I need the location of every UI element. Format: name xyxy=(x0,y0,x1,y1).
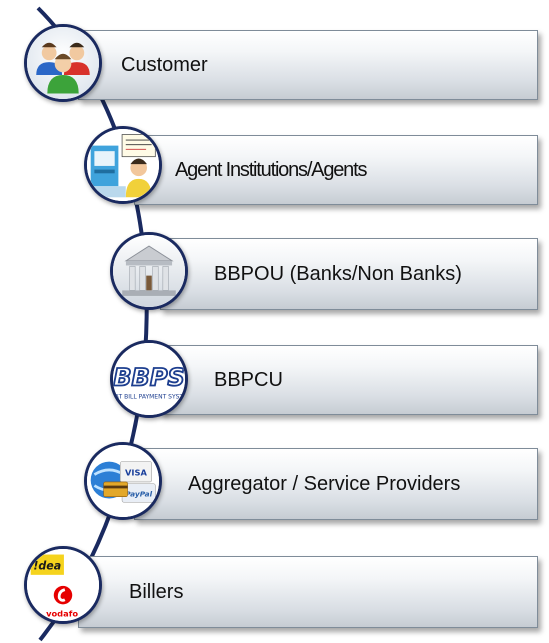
box-agents: Agent Institutions/Agents xyxy=(134,135,538,205)
bbpcu-label: BBPCU xyxy=(214,369,283,391)
customer-label: Customer xyxy=(121,54,208,76)
bank-icon xyxy=(110,232,188,310)
svg-text:AT BILL PAYMENT SYST: AT BILL PAYMENT SYST xyxy=(115,393,184,400)
box-bbpou: BBPOU (Banks/Non Banks) xyxy=(160,238,538,310)
bbpou-label: BBPOU (Banks/Non Banks) xyxy=(214,263,462,285)
customers-icon xyxy=(24,24,102,102)
agent-icon xyxy=(84,126,162,204)
telecom-logos-icon: !dea vodafo xyxy=(24,546,102,624)
box-aggregator: Aggregator / Service Providers xyxy=(134,448,538,520)
bbps-logo-icon: BBPS AT BILL PAYMENT SYST xyxy=(110,340,188,418)
box-billers: Billers xyxy=(78,556,538,628)
svg-text:vodafo: vodafo xyxy=(46,608,78,618)
svg-text:VISA: VISA xyxy=(125,467,147,477)
agents-label: Agent Institutions/Agents xyxy=(175,159,367,181)
aggregator-label: Aggregator / Service Providers xyxy=(188,473,461,495)
box-customer: Customer xyxy=(78,30,538,100)
svg-text:PayPal: PayPal xyxy=(125,490,152,499)
payment-cards-icon: VISA PayPal xyxy=(84,442,162,520)
billers-label: Billers xyxy=(129,581,184,603)
svg-text:BBPS: BBPS xyxy=(113,363,184,391)
box-bbpcu: BBPCU xyxy=(160,345,538,415)
svg-text:!dea: !dea xyxy=(33,559,61,572)
